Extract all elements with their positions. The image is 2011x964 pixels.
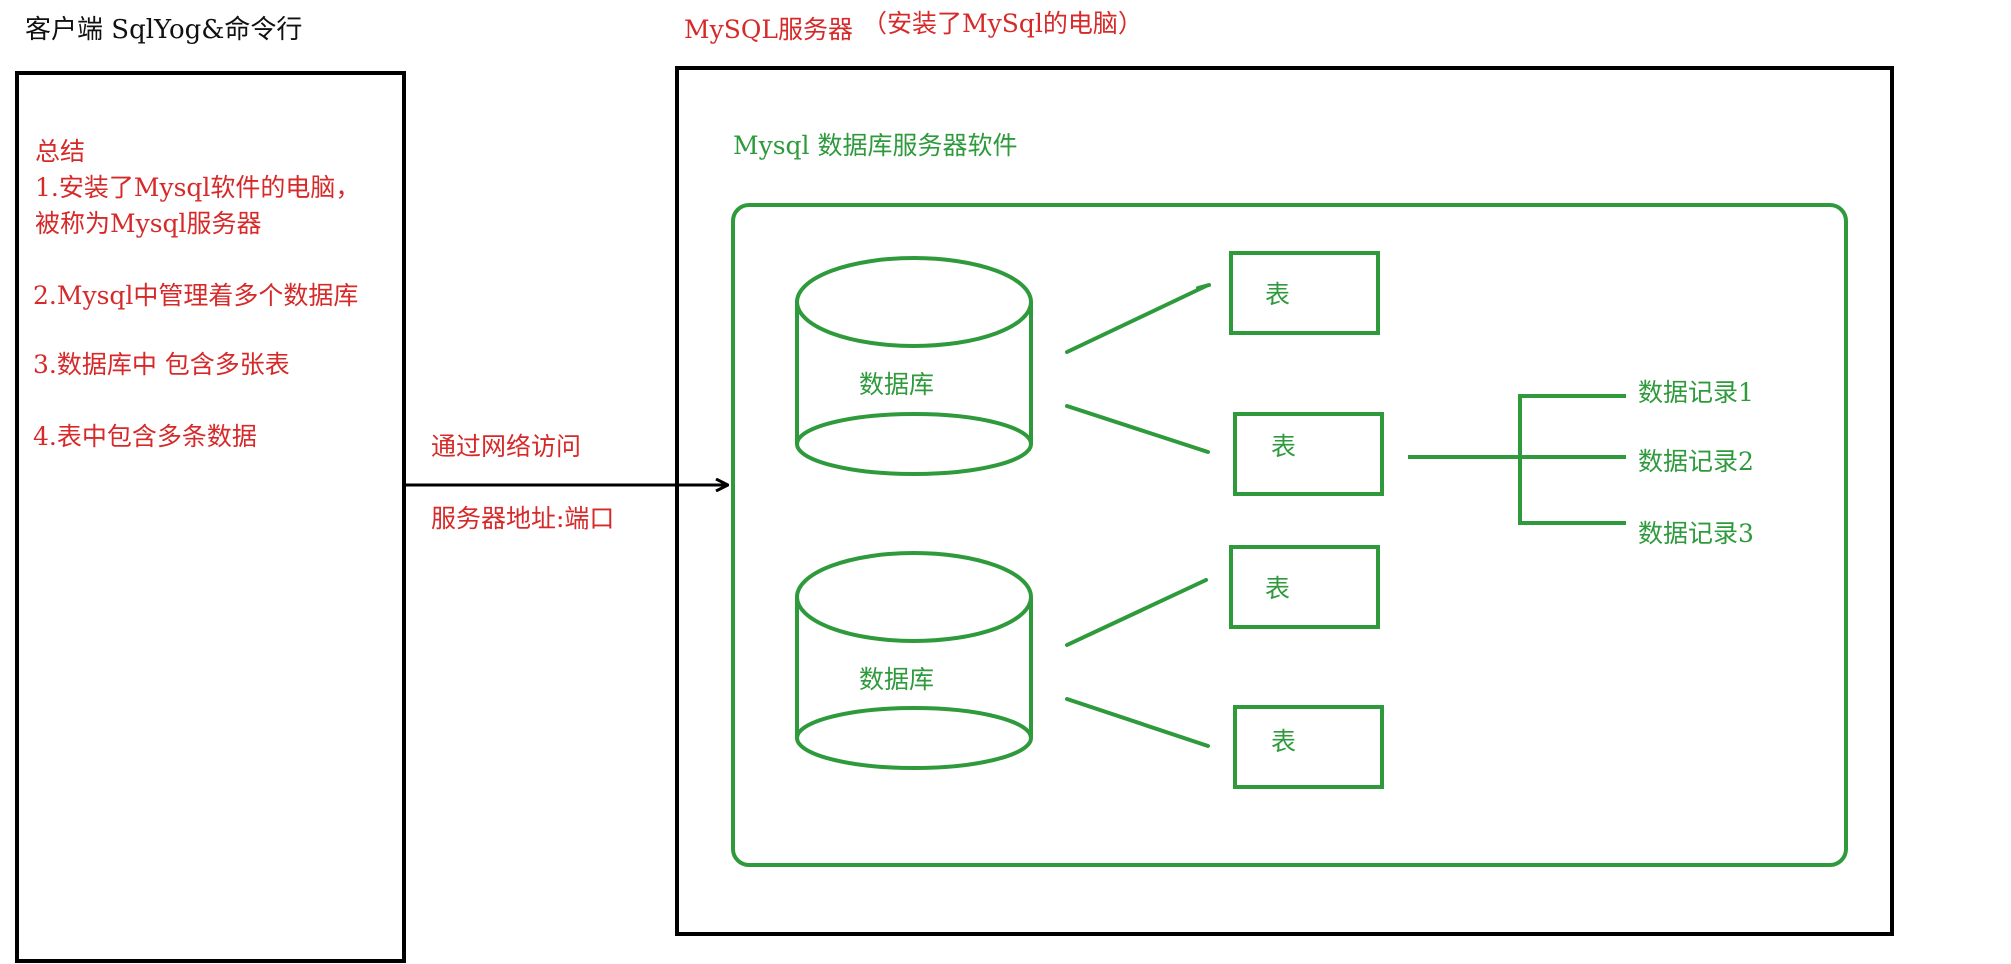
record-label-3: 数据记录3 [1638, 519, 1754, 548]
server-title: MySQL服务器 [684, 15, 853, 44]
table-label-2: 表 [1271, 432, 1297, 461]
summary-line-2: 2.Mysql中管理着多个数据库 [33, 281, 359, 310]
server-note: （安装了MySql的电脑） [862, 9, 1143, 38]
table-label-3: 表 [1265, 574, 1291, 603]
table-label-4: 表 [1271, 727, 1297, 756]
table-box-1 [1229, 251, 1380, 335]
connection-label-top: 通过网络访问 [431, 432, 582, 461]
record-label-1: 数据记录1 [1638, 378, 1754, 407]
database-label-1: 数据库 [859, 370, 935, 399]
connection-label-bottom: 服务器地址:端口 [431, 504, 615, 533]
table-label-1: 表 [1265, 280, 1291, 309]
record-label-2: 数据记录2 [1638, 447, 1754, 476]
table-box-3 [1229, 545, 1380, 629]
db-table-connectors [1065, 283, 1211, 748]
summary-line-3: 3.数据库中 包含多张表 [33, 350, 290, 379]
client-box [15, 71, 406, 963]
database-cylinder-1 [795, 256, 1033, 476]
records-bracket [1408, 394, 1626, 525]
database-cylinder-2 [795, 551, 1033, 770]
summary-line-4: 4.表中包含多条数据 [33, 422, 257, 451]
summary-line-1b: 被称为Mysql服务器 [35, 209, 262, 238]
database-label-2: 数据库 [859, 665, 935, 694]
summary-heading: 总结 [35, 137, 86, 166]
summary-line-1a: 1.安装了Mysql软件的电脑， [35, 173, 361, 202]
server-box [675, 66, 1894, 936]
client-title: 客户端 SqlYog&命令行 [25, 15, 303, 45]
software-label: Mysql 数据库服务器软件 [733, 131, 1018, 160]
software-box [731, 203, 1848, 867]
table-box-4 [1233, 705, 1384, 789]
table-box-2 [1233, 412, 1384, 496]
